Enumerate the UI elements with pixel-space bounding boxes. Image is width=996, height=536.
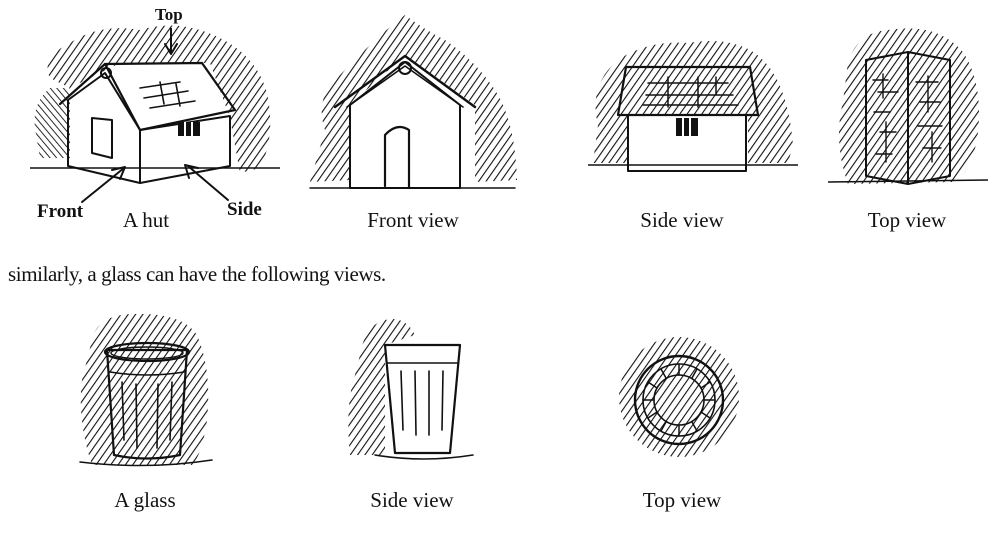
glass-illustration — [79, 313, 213, 467]
hut-top-view-illustration — [828, 28, 988, 185]
side-arrow — [184, 164, 229, 201]
caption-top-view-2: Top view — [642, 488, 722, 512]
front-label: Front — [37, 201, 84, 222]
caption-top-view-1: Top view — [867, 208, 947, 232]
top-arrow — [164, 28, 178, 55]
hut-side-view-illustration — [588, 41, 798, 172]
caption-side-view-2: Side view — [370, 488, 454, 512]
hut-front-view-illustration — [309, 15, 517, 190]
glass-top-view-illustration — [619, 337, 739, 457]
body-text: similarly, a glass can have the followin… — [8, 262, 386, 286]
top-label: Top — [155, 5, 183, 24]
side-label: Side — [227, 199, 262, 220]
caption-front-view: Front view — [367, 208, 459, 232]
caption-side-view-1: Side view — [640, 208, 724, 232]
caption-hut: A hut — [122, 208, 170, 232]
caption-glass: A glass — [114, 488, 176, 512]
hut-illustration — [30, 25, 280, 184]
front-arrow — [81, 166, 126, 203]
glass-side-view-illustration — [348, 319, 474, 460]
